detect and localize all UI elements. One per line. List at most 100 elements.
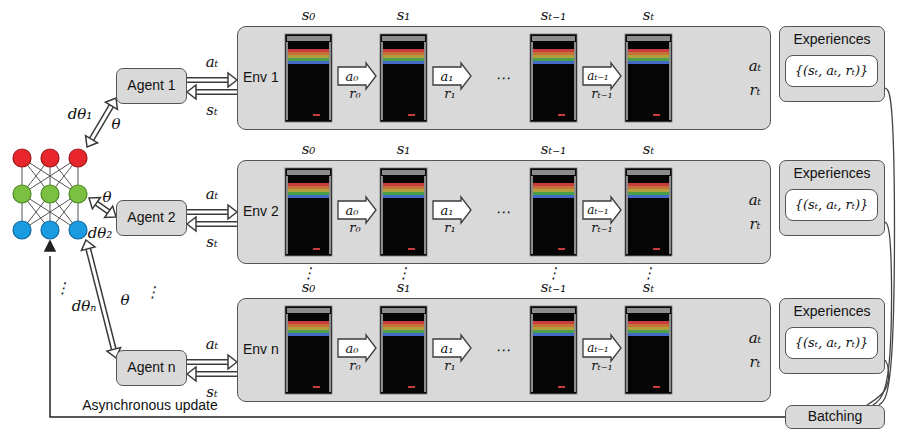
arrow-head <box>187 85 196 99</box>
edge-label: sₜ <box>206 235 217 250</box>
brick-row <box>383 192 424 195</box>
brick-row <box>288 186 329 189</box>
brick-row <box>628 330 669 333</box>
score-bar <box>382 308 425 313</box>
brick-row <box>288 324 329 327</box>
arrow-head <box>228 73 237 87</box>
screen <box>625 168 672 256</box>
score-bar <box>532 308 575 313</box>
arrow-core <box>187 211 229 214</box>
agent-box: Agent 1 <box>116 68 187 104</box>
tuple-box: {(sₜ, aₜ, rₜ)} <box>785 55 878 87</box>
state-label: s₀ <box>302 142 316 157</box>
parameter-label: θ <box>102 190 111 205</box>
wall <box>574 314 576 392</box>
screen <box>380 168 427 256</box>
brick-row <box>383 327 424 330</box>
wall <box>286 176 288 254</box>
neuron <box>41 221 59 239</box>
wall <box>424 42 426 120</box>
wall <box>574 176 576 254</box>
state-label: sₜ <box>643 142 654 157</box>
arrow-head <box>105 206 116 217</box>
arrow-head <box>81 240 95 250</box>
node-label: Batching <box>808 409 862 424</box>
parameter-links <box>81 98 120 358</box>
arrow-head <box>228 355 237 369</box>
ellipsis: ⋮ <box>641 266 656 281</box>
ellipsis: ⋮ <box>301 266 316 281</box>
brick-row <box>628 58 669 61</box>
arrow-core <box>195 91 237 94</box>
action-label: aₜ₋₁ <box>587 70 608 82</box>
brick-row <box>628 192 669 195</box>
action-label: a₀ <box>346 204 359 217</box>
step-arrow <box>433 63 471 89</box>
wall <box>329 176 331 254</box>
arrow-outline <box>195 221 237 227</box>
arrow-outline <box>187 77 229 83</box>
wall <box>626 314 628 392</box>
game-frame <box>285 168 332 256</box>
game-frame <box>380 306 427 394</box>
edge-label: aₜ <box>206 337 219 352</box>
screen <box>625 306 672 394</box>
wall <box>669 314 671 392</box>
batching-box: Batching <box>785 405 885 429</box>
brick-row <box>288 330 329 333</box>
arrow-head <box>187 367 196 381</box>
action-label: aₜ₋₁ <box>587 204 608 216</box>
brick-row <box>628 321 669 324</box>
brick-row <box>533 195 574 198</box>
game-frame <box>380 168 427 256</box>
state-label: s₁ <box>397 280 411 295</box>
neuron <box>13 185 31 203</box>
paddle <box>408 248 415 250</box>
arrow-core <box>187 361 229 364</box>
brick-row <box>288 333 329 336</box>
neuron <box>13 149 31 167</box>
action-label: aₜ₋₁ <box>587 342 608 354</box>
score-bar <box>627 170 670 175</box>
node-label: Env 2 <box>243 204 279 219</box>
brick-row <box>383 183 424 186</box>
brick-row <box>288 189 329 192</box>
reward-label: r₀ <box>349 221 360 234</box>
score-bar <box>627 36 670 41</box>
neuron <box>69 149 87 167</box>
gradient-label: dθ₁ <box>68 107 93 122</box>
score-bar <box>382 170 425 175</box>
brick-row <box>533 52 574 55</box>
neuron <box>69 185 87 203</box>
ellipsis: ⋯ <box>495 205 510 220</box>
game-frame <box>625 34 672 122</box>
agent-box: Agent 2 <box>116 200 187 236</box>
action-state-arrow <box>187 367 237 381</box>
agent-box: Agent n <box>116 350 187 386</box>
wall <box>574 42 576 120</box>
brick-row <box>288 327 329 330</box>
action-state-arrow <box>187 73 237 87</box>
game-frame <box>285 306 332 394</box>
update-label: Asynchronous update <box>82 398 217 412</box>
screen <box>380 34 427 122</box>
game-frame <box>380 34 427 122</box>
ellipsis: ⋮ <box>396 266 411 281</box>
step-arrow <box>338 63 376 89</box>
brick-row <box>628 52 669 55</box>
ellipsis: ⋯ <box>495 71 510 86</box>
brick-row <box>533 183 574 186</box>
update-line <box>50 256 785 417</box>
score-bar <box>532 36 575 41</box>
reward-label: rₜ <box>750 217 761 232</box>
neural-network <box>13 149 87 239</box>
brick-row <box>383 321 424 324</box>
state-label: sₜ₋₁ <box>541 280 566 295</box>
wall <box>286 42 288 120</box>
arrow-head <box>45 241 55 251</box>
arrow-head <box>86 136 98 147</box>
wall <box>531 314 533 392</box>
step-arrow <box>583 197 621 223</box>
brick-row <box>288 183 329 186</box>
brick-row <box>383 58 424 61</box>
